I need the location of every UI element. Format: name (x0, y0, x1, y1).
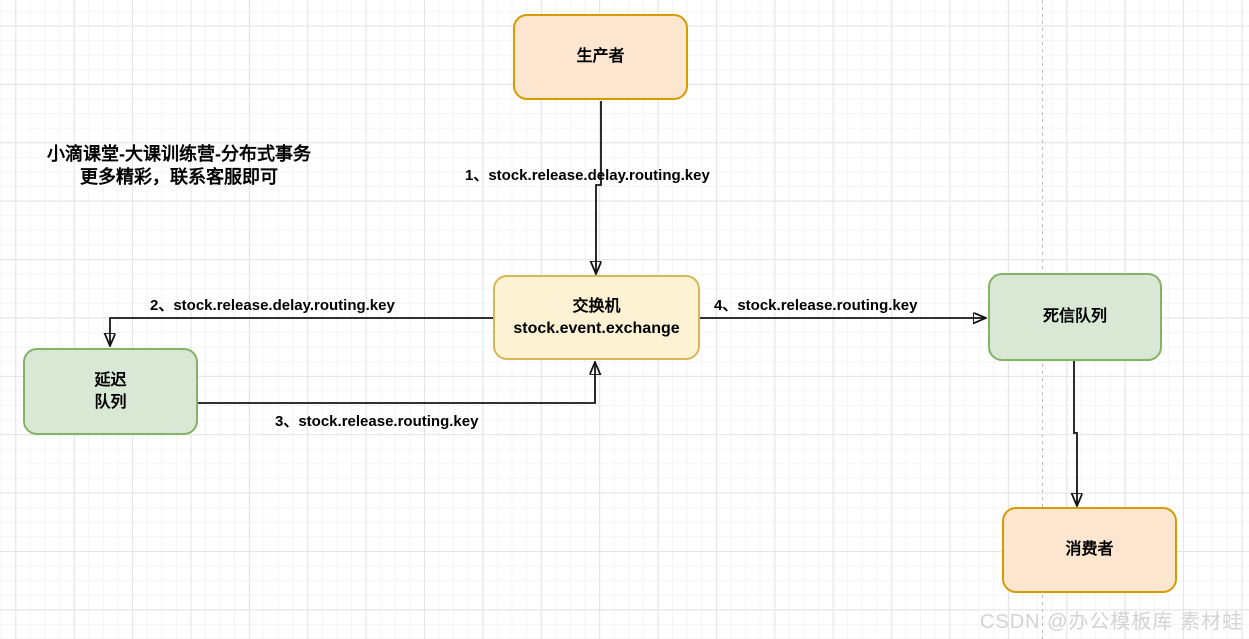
node-consumer: 消费者 (1002, 507, 1177, 593)
annotation-note-line1: 小滴课堂-大课训练营-分布式事务 (47, 144, 311, 164)
node-delay-queue-label-line2: 队列 (94, 393, 127, 411)
edge-label-4: 4、stock.release.routing.key (714, 297, 918, 314)
node-exchange: 交换机 stock.event.exchange (493, 275, 700, 360)
node-dead-letter-queue-label: 死信队列 (1042, 308, 1107, 325)
node-producer: 生产者 (513, 14, 688, 100)
node-delay-queue-label-line1: 延迟 (94, 371, 127, 389)
node-consumer-label: 消费者 (1065, 541, 1114, 558)
edge-dead-letter-queue-to-consumer (1074, 361, 1077, 506)
annotation-note-line2: 更多精彩，联系客服即可 (80, 167, 278, 187)
edge-exchange-to-delay-queue (110, 317, 493, 346)
watermark-text: CSDN @办公模板库 素材蛙 (979, 611, 1243, 633)
node-exchange-subtitle: stock.event.exchange (513, 319, 680, 337)
node-dead-letter-queue: 死信队列 (988, 273, 1162, 361)
edge-label-1: 1、stock.release.delay.routing.key (465, 167, 710, 184)
node-producer-label: 生产者 (576, 48, 625, 65)
node-exchange-title: 交换机 (572, 297, 621, 315)
edge-delay-queue-to-exchange (198, 362, 595, 404)
annotation-note: 小滴课堂-大课训练营-分布式事务 更多精彩，联系客服即可 (38, 143, 320, 189)
edge-label-2: 2、stock.release.delay.routing.key (150, 297, 395, 314)
edge-label-3: 3、stock.release.routing.key (275, 413, 479, 430)
edge-producer-to-exchange (596, 101, 602, 274)
node-delay-queue: 延迟 队列 (23, 348, 198, 435)
